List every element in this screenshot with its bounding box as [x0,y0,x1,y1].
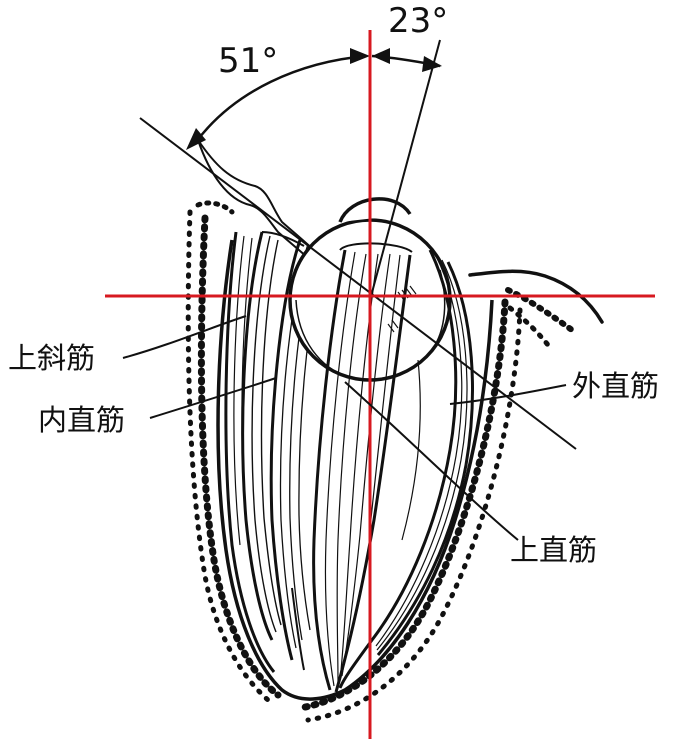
angle-arc-51-arrow-right [350,48,370,64]
orbit-wall-left [188,203,278,705]
label-lateral-rectus: 外直筋 [572,369,659,403]
label-superior-oblique: 上斜筋 [8,341,95,375]
leader-medial-rectus [150,378,276,418]
label-medial-rectus: 内直筋 [38,403,125,437]
angle-arc-23-arrow-left [372,48,390,64]
label-superior-rectus: 上直筋 [510,533,597,567]
angle-label-51: 51° [218,41,278,81]
angle-label-23: 23° [388,1,448,41]
